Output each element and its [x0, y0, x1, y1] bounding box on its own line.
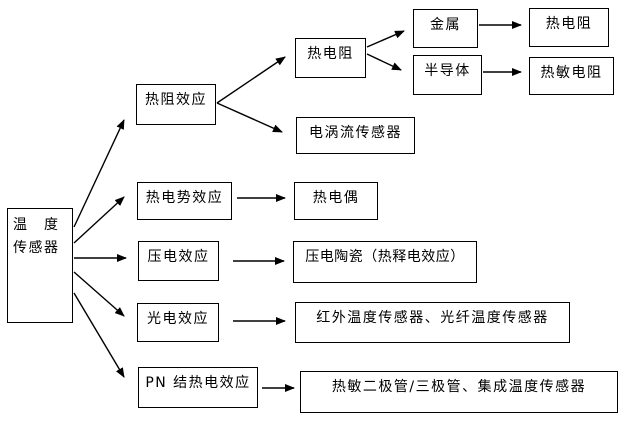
node-pn-sensors: 热敏二极管/三极管、集成温度传感器: [300, 371, 618, 413]
temperature-sensor-label-line2: 传感器: [13, 240, 60, 256]
node-semiconductor: 半导体: [413, 55, 482, 95]
node-temperature-sensor: 温 度 传感器: [7, 208, 73, 323]
node-piezoelectric-ceramic: 压电陶瓷（热释电效应）: [293, 241, 477, 283]
node-thermistor: 热敏电阻: [529, 57, 614, 95]
temperature-sensor-label-line1: 温 度: [13, 217, 60, 233]
node-thermal-resistor: 热电阻: [295, 38, 366, 78]
node-metal: 金属: [413, 9, 478, 48]
node-photoelectric-sensors: 红外温度传感器、光纤温度传感器: [295, 302, 570, 343]
node-thermocouple: 热电偶: [294, 182, 378, 220]
node-rtd: 热电阻: [529, 8, 609, 47]
node-thermal-resistance-effect: 热阻效应: [136, 84, 216, 125]
node-pn-junction-effect: PN 结热电效应: [138, 367, 258, 408]
node-thermo-emf-effect: 热电势效应: [137, 182, 232, 220]
node-photoelectric-effect: 光电效应: [137, 303, 219, 342]
node-piezoelectric-effect: 压电效应: [138, 241, 219, 281]
node-eddy-current-sensor: 电涡流传感器: [296, 117, 415, 154]
